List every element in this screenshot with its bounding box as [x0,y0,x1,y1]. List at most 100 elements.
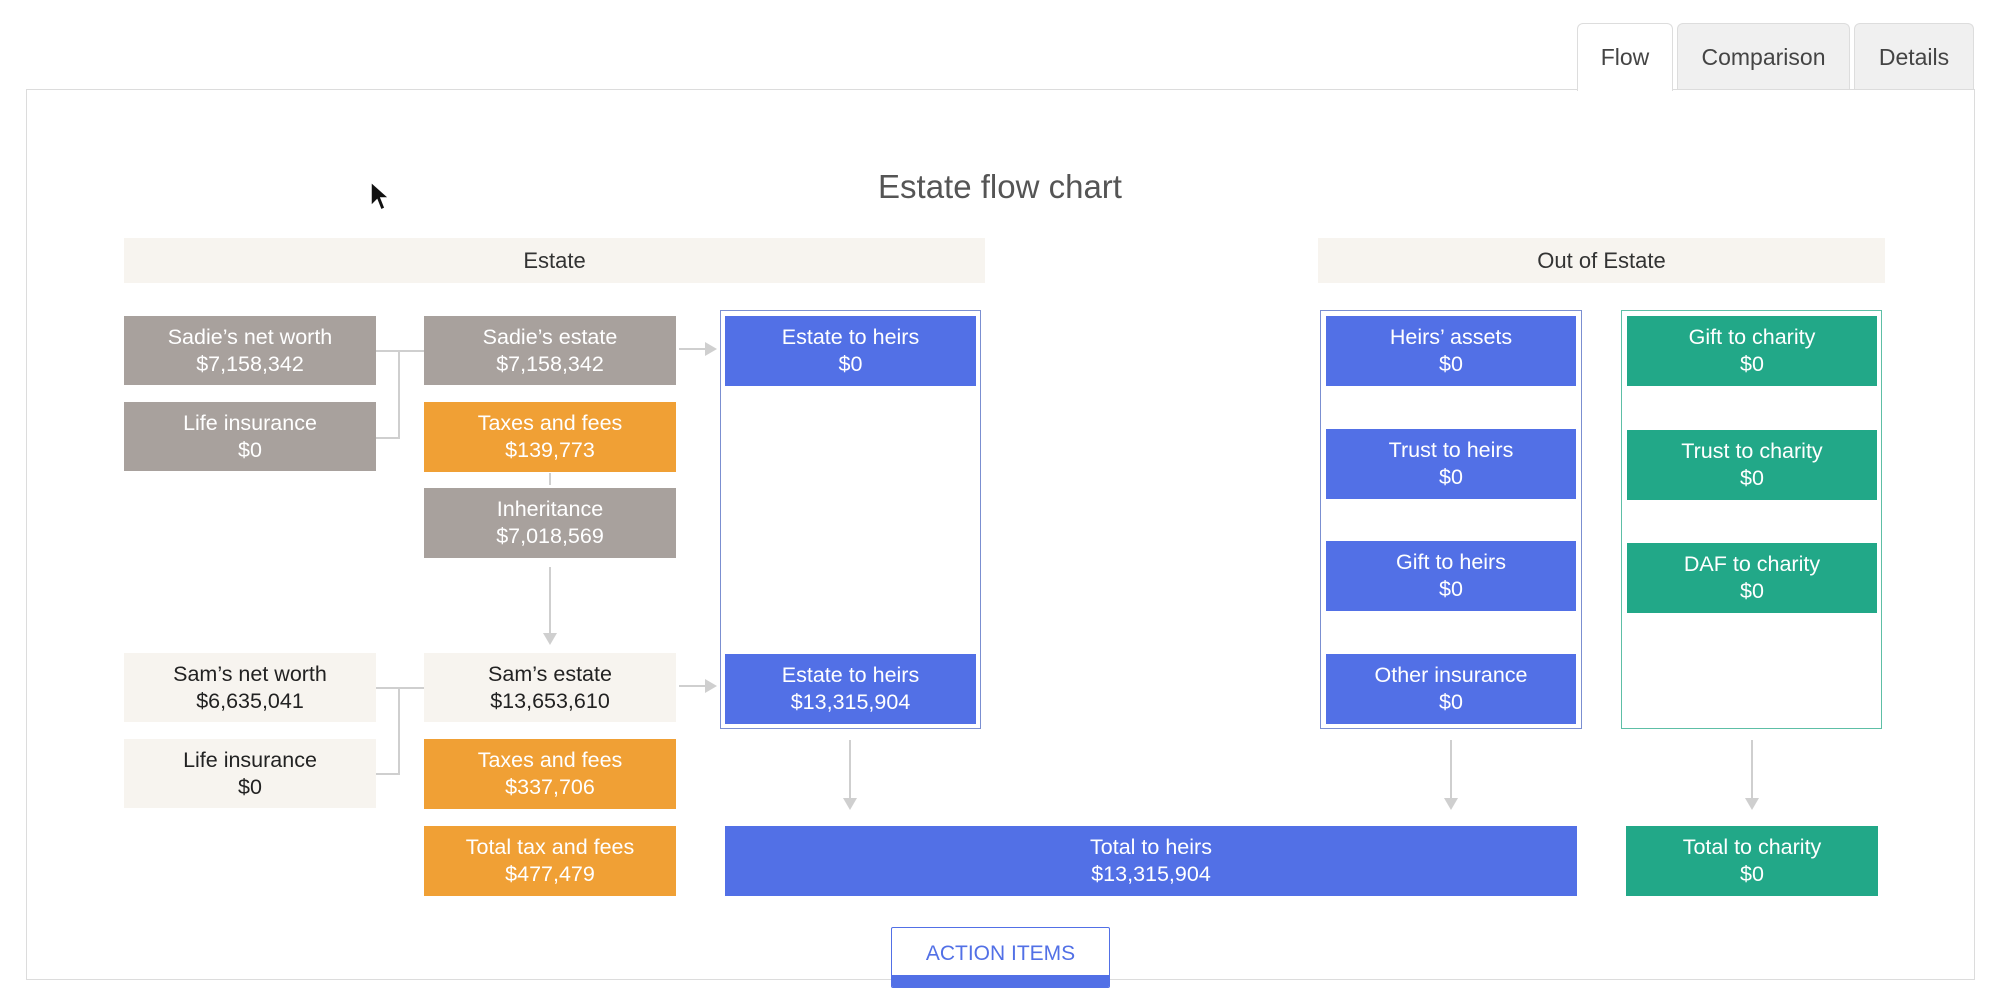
button-underline [892,975,1109,987]
connector-line [1450,740,1452,800]
out-heirs-frame [1320,310,1582,729]
box-label: Total to heirs [1090,835,1212,859]
connector-line [1751,740,1753,800]
box-label: Life insurance [183,410,317,435]
box-label: Heirs’ assets [1389,325,1513,349]
box-label: Inheritance [496,497,604,521]
arrow-right-icon [705,342,717,356]
sadie-inheritance-box[interactable]: Inheritance $7,018,569 [424,488,676,558]
sadie-estate-box[interactable]: Sadie’s estate $7,158,342 [424,316,676,385]
out-of-estate-section-label: Out of Estate [1537,247,1666,273]
connector-line [398,687,400,775]
sam-estate-box[interactable]: Sam’s estate $13,653,610 [424,653,676,722]
tab-flow[interactable]: Flow [1577,23,1673,91]
tab-comparison[interactable]: Comparison [1677,23,1850,90]
box-value: $0 [238,437,262,462]
other-insurance-box[interactable]: Other insurance $0 [1326,654,1576,724]
box-label: Gift to heirs [1396,550,1506,574]
tab-flow-label: Flow [1600,44,1650,70]
estate-section-label: Estate [523,247,586,273]
estate-section-header: Estate [124,238,985,283]
tab-details[interactable]: Details [1854,23,1974,90]
box-label: DAF to charity [1683,552,1821,576]
box-value: $337,706 [505,775,595,799]
connector-line [376,350,424,352]
box-value: $7,018,569 [496,524,604,548]
box-label: Estate to heirs [781,663,920,687]
connector-line [849,740,851,800]
box-label: Sam’s net worth [173,661,327,686]
box-value: $7,158,342 [196,351,304,376]
mouse-cursor-icon [370,180,391,212]
gift-to-charity-box[interactable]: Gift to charity $0 [1627,316,1877,386]
box-value: $0 [838,352,863,376]
trust-to-heirs-box[interactable]: Trust to heirs $0 [1326,429,1576,499]
box-label: Sam’s estate [488,661,612,686]
box-label: Total tax and fees [465,835,635,859]
arrow-down-icon [1444,798,1458,810]
box-value: $477,479 [505,862,595,886]
sadie-net-worth-box[interactable]: Sadie’s net worth $7,158,342 [124,316,376,385]
out-charity-frame [1621,310,1882,729]
total-tax-box[interactable]: Total tax and fees $477,479 [424,826,676,896]
sadie-estate-to-heirs-box[interactable]: Estate to heirs $0 [725,316,976,386]
box-label: Gift to charity [1688,325,1816,349]
box-value: $0 [1740,466,1764,490]
total-to-heirs-box[interactable]: Total to heirs $13,315,904 [725,826,1577,896]
connector-line [679,685,707,687]
connector-line [398,350,400,439]
box-label: Estate to heirs [781,325,920,349]
box-label: Life insurance [183,747,317,772]
connector-line [549,473,551,485]
connector-line [679,348,707,350]
action-items-label: ACTION ITEMS [925,942,1076,965]
box-label: Taxes and fees [477,748,623,772]
box-value: $0 [1740,352,1764,376]
box-value: $0 [1439,352,1463,376]
action-items-button[interactable]: ACTION ITEMS [891,927,1110,988]
arrow-right-icon [705,679,717,693]
box-label: Trust to charity [1681,439,1823,463]
box-value: $13,653,610 [490,688,610,713]
sam-net-worth-box[interactable]: Sam’s net worth $6,635,041 [124,653,376,722]
box-label: Taxes and fees [477,411,623,435]
box-value: $13,315,904 [1091,862,1211,886]
arrow-down-icon [1745,798,1759,810]
box-value: $7,158,342 [496,351,604,376]
arrow-down-icon [543,633,557,645]
tab-comparison-label: Comparison [1701,43,1826,70]
connector-line [376,437,400,439]
box-value: $0 [1740,579,1764,603]
connector-line [376,773,400,775]
sam-estate-to-heirs-box[interactable]: Estate to heirs $13,315,904 [725,654,976,724]
out-of-estate-section-header: Out of Estate [1318,238,1885,283]
page-title: Estate flow chart [878,168,1122,205]
sadie-life-insurance-box[interactable]: Life insurance $0 [124,402,376,471]
connector-line [376,687,424,689]
box-label: Sadie’s estate [482,324,618,349]
box-label: Other insurance [1374,663,1528,687]
arrow-down-icon [843,798,857,810]
box-label: Sadie’s net worth [167,324,333,349]
sam-life-insurance-box[interactable]: Life insurance $0 [124,739,376,808]
sam-taxes-box[interactable]: Taxes and fees $337,706 [424,739,676,809]
box-value: $0 [1439,465,1463,489]
box-label: Trust to heirs [1388,438,1514,462]
box-value: $13,315,904 [790,690,911,714]
box-value: $0 [1740,862,1764,886]
box-label: Total to charity [1682,835,1822,859]
heirs-assets-box[interactable]: Heirs’ assets $0 [1326,316,1576,386]
box-value: $139,773 [505,438,595,462]
sadie-taxes-box[interactable]: Taxes and fees $139,773 [424,402,676,472]
box-value: $6,635,041 [196,688,304,713]
trust-to-charity-box[interactable]: Trust to charity $0 [1627,430,1877,500]
box-value: $0 [238,774,262,799]
tab-details-label: Details [1878,43,1950,70]
gift-to-heirs-box[interactable]: Gift to heirs $0 [1326,541,1576,611]
daf-to-charity-box[interactable]: DAF to charity $0 [1627,543,1877,613]
box-value: $0 [1439,577,1463,601]
connector-line [549,567,551,635]
total-to-charity-box[interactable]: Total to charity $0 [1626,826,1878,896]
box-value: $0 [1439,690,1463,714]
estate-to-heirs-frame [720,310,981,729]
